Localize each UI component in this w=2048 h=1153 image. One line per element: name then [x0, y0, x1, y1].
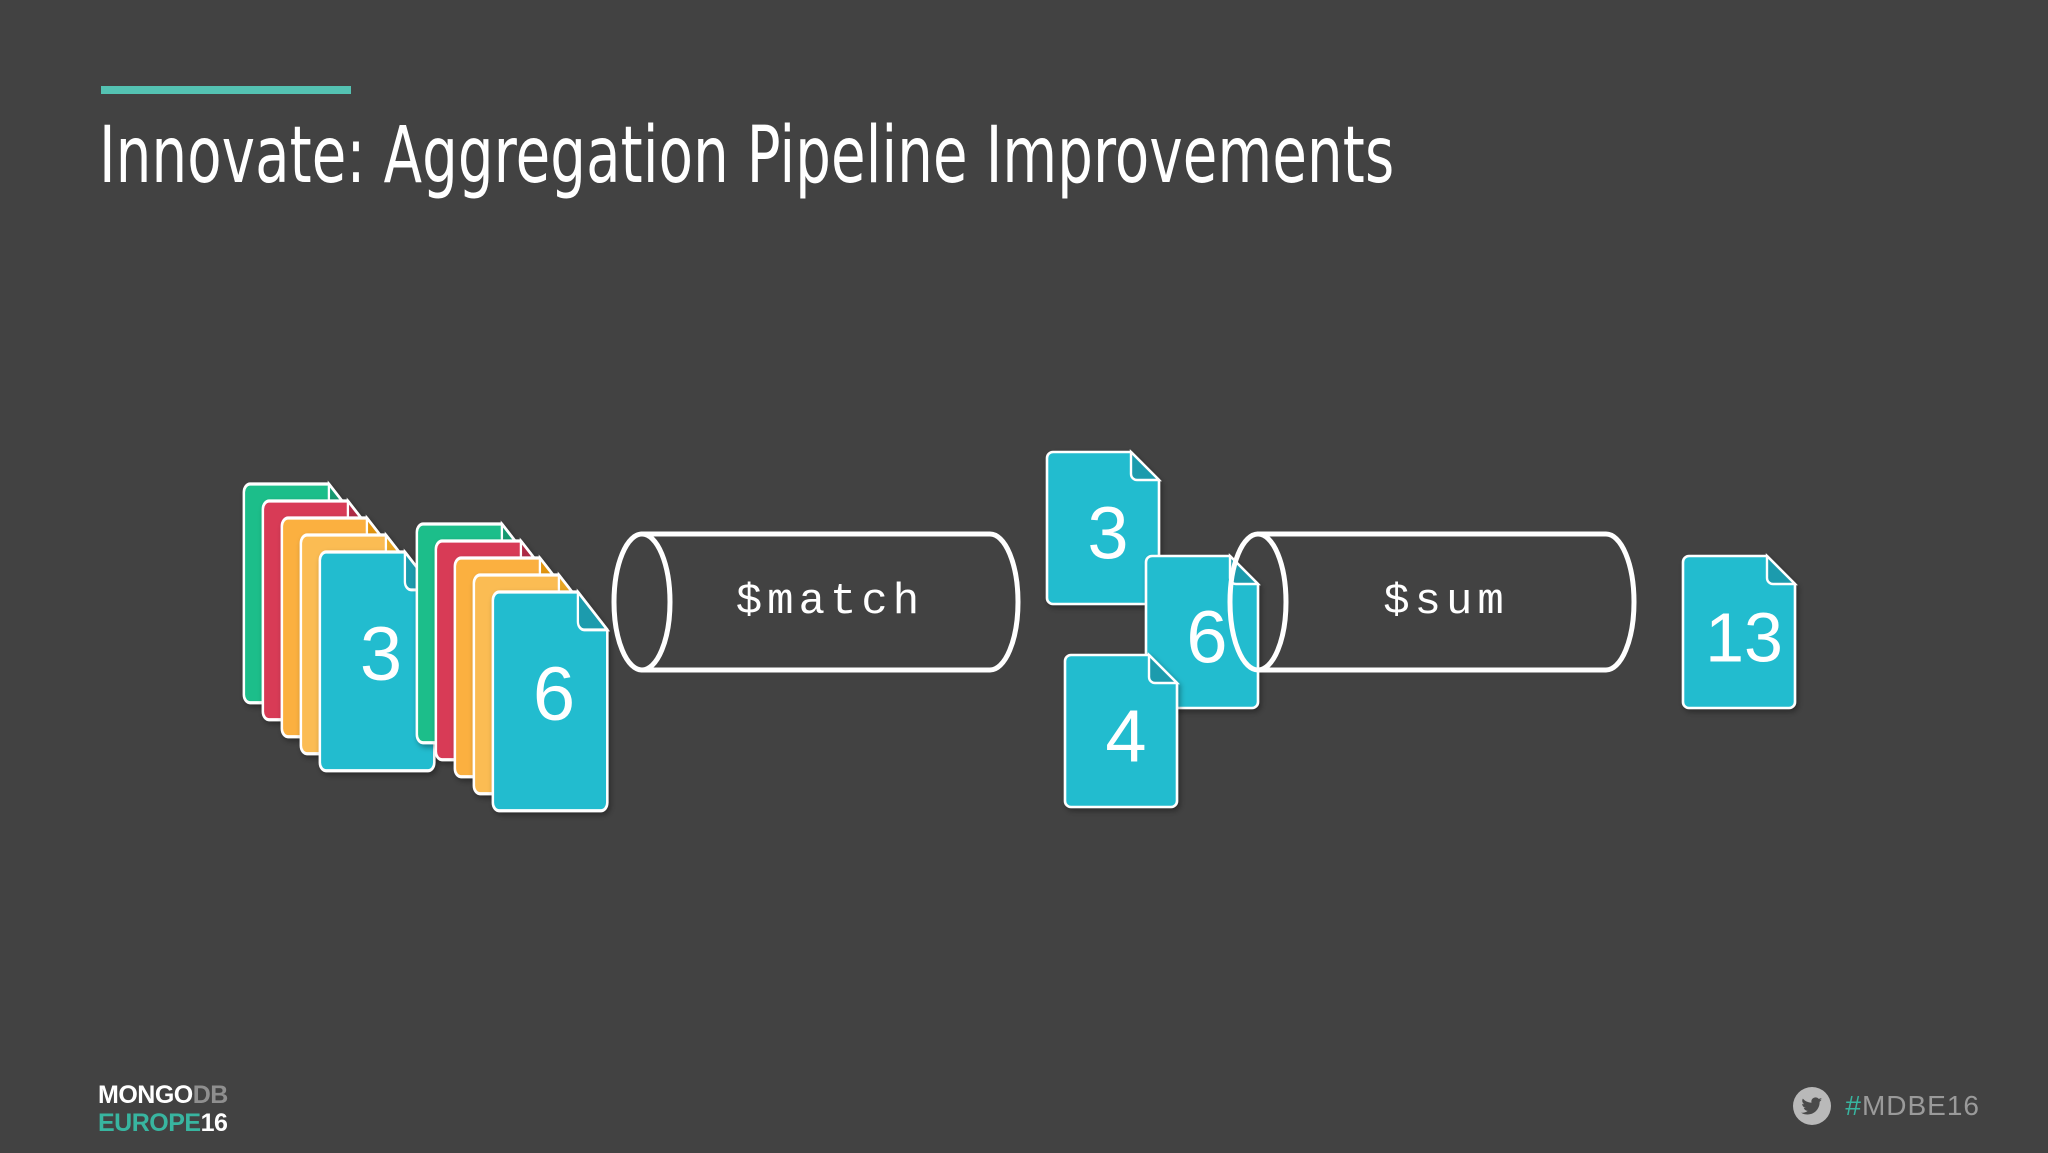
doc-card-cyan: [491, 588, 611, 813]
input-stack-2: 6: [405, 510, 611, 813]
hashtag-text: MDBE16: [1861, 1090, 1980, 1121]
stage-match[interactable]: $match: [611, 528, 1021, 676]
intermediate-doc-6-value: 6: [1186, 596, 1227, 679]
logo-mongo-text: MONGO: [98, 1081, 193, 1109]
twitter-icon[interactable]: [1793, 1087, 1832, 1125]
intermediate-doc-3: 3: [1045, 447, 1178, 607]
output-doc-13: 13: [1681, 551, 1814, 711]
mongodb-europe-logo: MONGODB EUROPE16: [98, 1083, 228, 1136]
input-stack-1: 3: [232, 470, 438, 773]
logo-europe-text: EUROPE: [98, 1109, 201, 1137]
logo-year-text: 16: [200, 1109, 228, 1137]
hashtag-label: #MDBE16: [1845, 1090, 1980, 1122]
intermediate-doc-3-value: 3: [1087, 492, 1128, 575]
input-stack-1-value: 3: [360, 612, 402, 697]
social-handle[interactable]: #MDBE16: [1793, 1087, 1980, 1125]
intermediate-doc-4: 4: [1063, 650, 1196, 810]
stage-sum[interactable]: $sum: [1227, 528, 1637, 676]
title-accent-bar: [101, 86, 351, 94]
intermediate-doc-4-value: 4: [1105, 695, 1146, 778]
page-title: Innovate: Aggregation Pipeline Improveme…: [99, 111, 1395, 201]
hash-symbol: #: [1845, 1090, 1862, 1121]
logo-db-text: DB: [192, 1081, 229, 1109]
output-doc-13-value: 13: [1705, 598, 1783, 676]
input-stack-2-value: 6: [533, 652, 575, 737]
